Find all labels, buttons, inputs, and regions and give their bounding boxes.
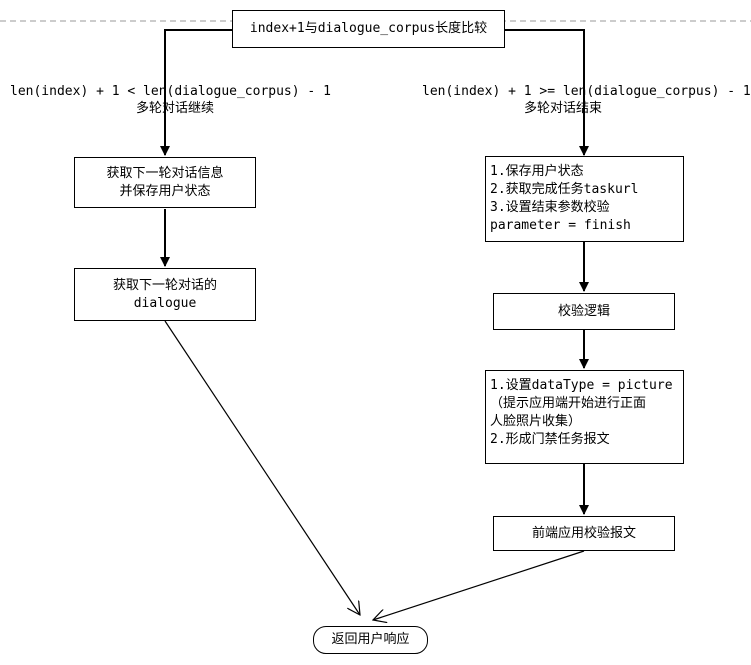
node-set-datatype-line-4: 2.形成门禁任务报文	[490, 432, 610, 447]
node-end-steps[interactable]: 1.保存用户状态 2.获取完成任务taskurl 3.设置结束参数校验 para…	[485, 156, 684, 242]
node-frontend-verify[interactable]: 前端应用校验报文	[493, 516, 675, 551]
end-condition-text: len(index) + 1 >= len(dialogue_corpus) -…	[422, 84, 751, 99]
node-set-datatype[interactable]: 1.设置dataType = picture （提示应用端开始进行正面 人脸照片…	[485, 370, 684, 464]
node-compare-length-text: index+1与dialogue_corpus长度比较	[249, 21, 488, 36]
node-get-next-dialogue[interactable]: 获取下一轮对话的 dialogue	[74, 268, 256, 321]
node-compare-length[interactable]: index+1与dialogue_corpus长度比较	[232, 10, 505, 48]
edge-left-to-return	[164, 320, 360, 615]
node-end-steps-line-2: 2.获取完成任务taskurl	[490, 182, 639, 197]
node-get-next-and-save-line-1: 获取下一轮对话信息	[106, 165, 224, 181]
node-verify-logic[interactable]: 校验逻辑	[493, 293, 675, 330]
edge-end-branch	[505, 29, 589, 156]
node-return-response[interactable]: 返回用户响应	[313, 626, 428, 654]
node-get-next-dialogue-line-2: dialogue	[133, 295, 197, 311]
node-set-datatype-line-2: （提示应用端开始进行正面	[490, 396, 647, 411]
edge-label-end: len(index) + 1 >= len(dialogue_corpus) -…	[422, 83, 751, 117]
edge-right-to-return	[373, 550, 585, 620]
node-get-next-dialogue-line-1: 获取下一轮对话的	[112, 277, 217, 293]
node-end-steps-line-3: 3.设置结束参数校验	[490, 200, 610, 215]
node-set-datatype-line-3: 人脸照片收集）	[490, 414, 582, 429]
node-set-datatype-line-1: 1.设置dataType = picture	[490, 378, 673, 393]
end-label-text: 多轮对话结束	[523, 101, 602, 116]
continue-condition-text: len(index) + 1 < len(dialogue_corpus) - …	[10, 84, 331, 99]
edge-label-continue: len(index) + 1 < len(dialogue_corpus) - …	[10, 83, 331, 117]
node-return-response-text: 返回用户响应	[331, 632, 410, 647]
node-end-steps-line-1: 1.保存用户状态	[490, 164, 584, 179]
edge-continue-branch	[160, 29, 232, 156]
node-frontend-verify-text: 前端应用校验报文	[531, 525, 636, 541]
node-end-steps-line-4: parameter = finish	[490, 218, 631, 233]
node-get-next-and-save-line-2: 并保存用户状态	[119, 183, 211, 199]
node-get-next-and-save[interactable]: 获取下一轮对话信息 并保存用户状态	[74, 157, 256, 208]
node-verify-logic-text: 校验逻辑	[557, 303, 610, 319]
continue-label-text: 多轮对话继续	[135, 101, 214, 116]
